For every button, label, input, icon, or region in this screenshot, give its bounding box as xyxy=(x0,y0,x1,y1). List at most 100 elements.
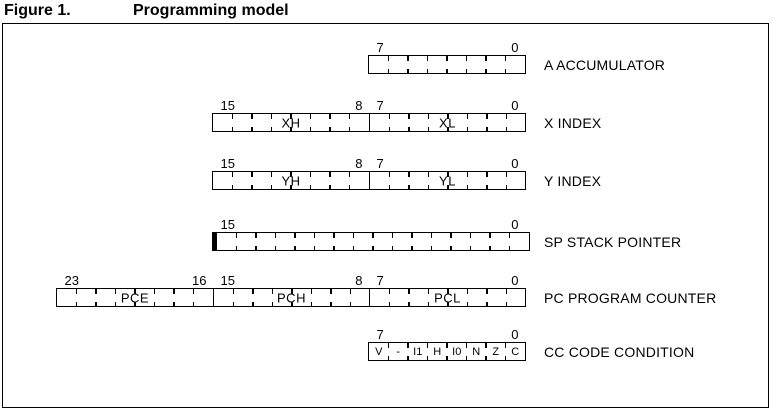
bit-tick-bottom xyxy=(466,301,469,306)
byte-name-pch: PCH xyxy=(277,290,306,305)
bit-number-high: 15 xyxy=(220,273,235,288)
bit-tick-bottom xyxy=(408,184,410,189)
bit-tick-top xyxy=(235,233,238,238)
bit-tick-bottom xyxy=(447,301,449,306)
flag-cell-i1: I1 xyxy=(413,345,423,358)
bit-tick-bottom xyxy=(290,126,292,131)
bit-tick-top xyxy=(251,172,253,177)
register-label-program-counter: PC PROGRAM COUNTER xyxy=(544,289,717,306)
byte-name-pcl: PCL xyxy=(434,290,461,305)
bit-tick-top xyxy=(504,56,507,61)
bit-number-high: 7 xyxy=(376,273,384,288)
bit-tick-bottom xyxy=(95,301,97,306)
bit-tick-top xyxy=(255,233,257,238)
bit-tick-top xyxy=(408,289,410,294)
bit-tick-top xyxy=(231,172,234,177)
bit-number-low: 0 xyxy=(511,217,519,232)
bit-tick-top xyxy=(408,114,410,119)
bit-tick-top xyxy=(469,233,472,238)
bit-tick-bottom xyxy=(391,245,394,250)
bit-number-low: 0 xyxy=(511,98,519,113)
bit-tick-top xyxy=(313,233,316,238)
bit-tick-bottom xyxy=(466,184,469,189)
bit-tick-bottom xyxy=(270,126,273,131)
bit-number-low: 8 xyxy=(355,273,363,288)
bit-tick-top xyxy=(153,289,156,294)
bit-tick-top xyxy=(387,56,390,61)
bit-tick-bottom xyxy=(270,184,273,189)
bit-tick-top xyxy=(388,172,391,177)
flag-cell--: - xyxy=(396,345,401,358)
bit-tick-bottom xyxy=(231,126,234,131)
byte-section: XH xyxy=(213,114,369,131)
bit-tick-top xyxy=(486,289,488,294)
bit-tick-bottom xyxy=(387,355,390,360)
bit-tick-top xyxy=(430,233,433,238)
bit-tick-bottom xyxy=(388,184,391,189)
bit-tick-top xyxy=(114,289,117,294)
bit-tick-bottom xyxy=(446,68,448,73)
bit-tick-bottom xyxy=(231,184,234,189)
flag-cell-v: V xyxy=(375,345,383,358)
bit-tick-top xyxy=(310,289,313,294)
bit-number-low: 0 xyxy=(511,40,519,55)
bit-tick-bottom xyxy=(372,245,374,250)
bit-tick-bottom xyxy=(313,245,316,250)
bit-tick-top xyxy=(407,343,409,348)
bit-tick-top xyxy=(485,343,487,348)
bit-number-low: 0 xyxy=(511,327,519,342)
bit-tick-bottom xyxy=(426,68,429,73)
bit-tick-top xyxy=(388,114,391,119)
bit-tick-bottom xyxy=(486,126,488,131)
bit-tick-bottom xyxy=(173,301,175,306)
bit-tick-top xyxy=(450,233,452,238)
bit-number-low: 0 xyxy=(511,156,519,171)
bit-tick-bottom xyxy=(485,355,487,360)
bit-tick-bottom xyxy=(427,126,430,131)
bit-tick-bottom xyxy=(348,126,351,131)
register-label-y-index: Y INDEX xyxy=(544,172,602,189)
bit-tick-bottom xyxy=(408,126,410,131)
bit-tick-top xyxy=(309,114,312,119)
bit-number-high: 7 xyxy=(376,40,384,55)
bit-tick-top xyxy=(294,233,296,238)
bit-tick-bottom xyxy=(486,184,488,189)
bit-tick-bottom xyxy=(466,126,469,131)
bit-tick-top xyxy=(309,172,312,177)
bit-tick-bottom xyxy=(329,126,331,131)
bit-tick-top xyxy=(75,289,78,294)
bit-tick-bottom xyxy=(153,301,156,306)
byte-section: YH xyxy=(213,172,369,189)
bit-number-high: 23 xyxy=(64,273,79,288)
bit-tick-bottom xyxy=(274,245,277,250)
flag-cell-c: C xyxy=(511,345,520,358)
bit-tick-top xyxy=(447,114,449,119)
bit-tick-top xyxy=(290,114,292,119)
byte-section: YL xyxy=(369,172,525,189)
bit-tick-bottom xyxy=(232,301,235,306)
bit-tick-top xyxy=(387,343,390,348)
bit-tick-top xyxy=(352,233,355,238)
flag-cell-h: H xyxy=(433,345,442,358)
bit-tick-bottom xyxy=(407,68,409,73)
bit-tick-top xyxy=(465,343,468,348)
bit-tick-top xyxy=(290,172,292,177)
flag-cell-n: N xyxy=(472,345,481,358)
bit-tick-top xyxy=(270,172,273,177)
flag-cell-z: Z xyxy=(492,345,500,358)
bit-tick-top xyxy=(95,289,97,294)
byte-name-pce: PCE xyxy=(120,290,150,305)
bit-tick-top xyxy=(372,233,374,238)
